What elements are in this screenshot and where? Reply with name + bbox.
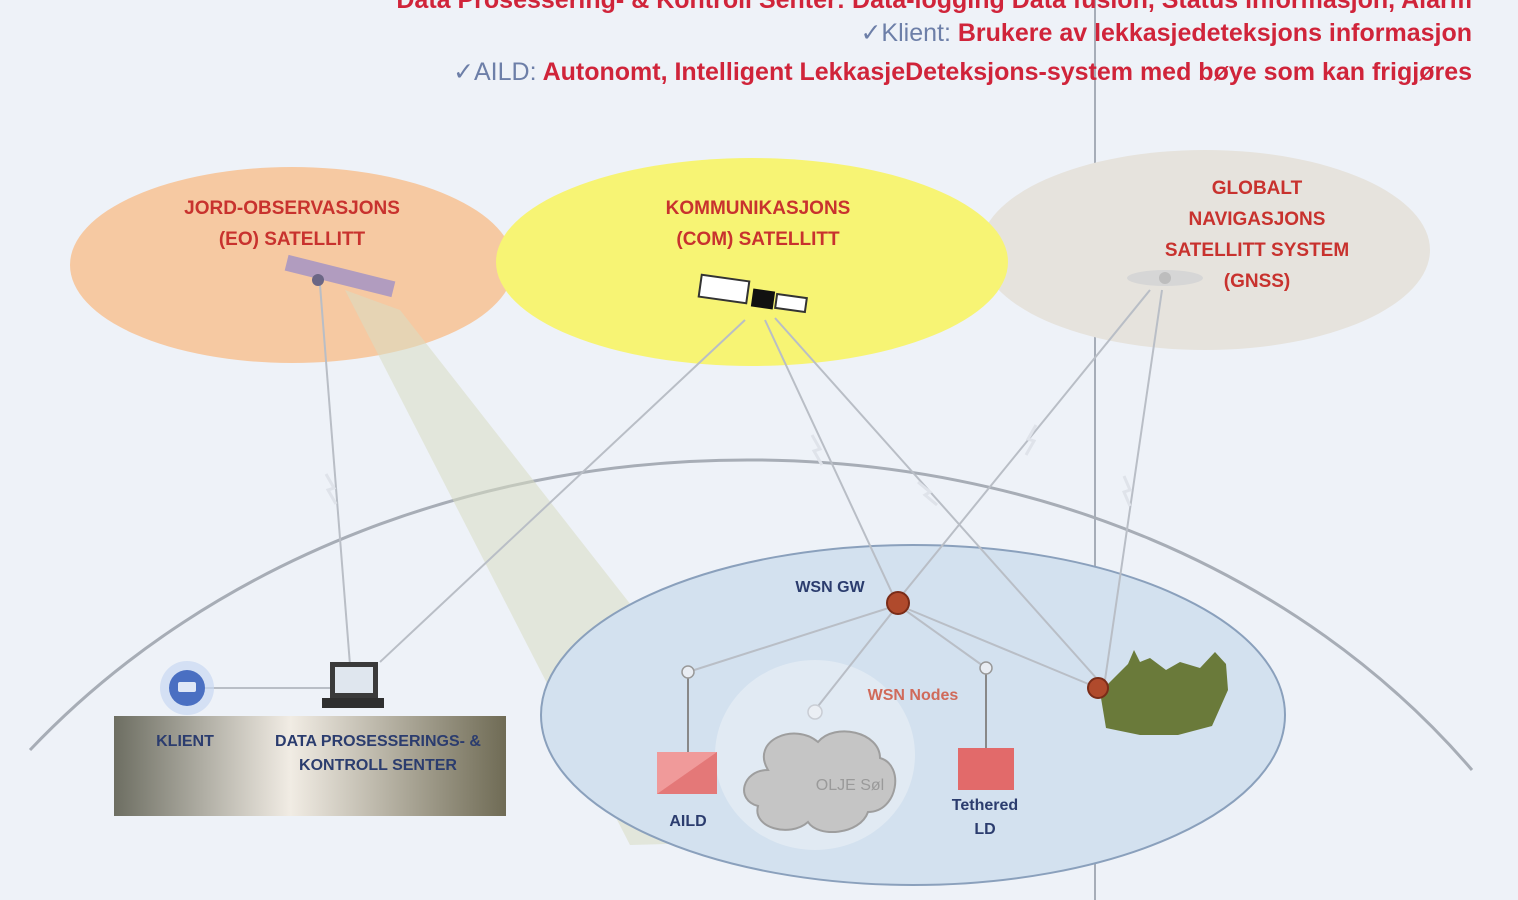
gnss-satellite-label: GLOBALT NAVIGASJONS SATELLITT SYSTEM (GN… [1112,173,1402,297]
signal-bolt-icon [1024,424,1038,456]
tethered-label-line-2: LD [974,821,996,838]
aild-device-icon [657,752,717,794]
client-definition-value: Brukere av lekkasjedeteksjons informasjo… [957,19,1472,47]
gnss-label-line-2: NAVIGASJONS [1188,209,1326,230]
com-satellite-ellipse [496,158,1008,366]
signal-bolt-icon [324,473,338,505]
signal-bolt-icon [1121,475,1133,507]
com-label-line-2: (COM) SATELLITT [676,229,840,250]
link-gateway-to-aild-node [687,604,899,673]
gnss-label-line-4: (GNSS) [1223,271,1291,292]
eo-label-line-2: (EO) SATELLITT [218,229,366,250]
aild-definition-value: Autonomt, Intelligent LekkasjeDeteksjons… [542,58,1472,86]
laptop-icon [322,662,384,708]
header-line-client: ✓Klient: Brukere av lekkasjedeteksjons i… [860,18,1472,48]
earth-horizon-arc [28,458,1474,771]
gnss-satellite-icon [1127,270,1203,286]
eo-satellite-label: JORD-OBSERVASJONS (EO) SATELLITT [142,193,442,255]
ship-transceiver-node [1087,677,1109,699]
link-gateway-to-ship [897,604,1099,689]
gnss-label-line-1: GLOBALT [1211,178,1303,199]
eo-label-line-1: JORD-OBSERVASJONS [184,198,400,219]
com-label-line-1: KOMMUNIKASJONS [665,198,851,219]
oil-spill-label: OLJE Søl [815,777,885,794]
tethered-label-line-1: Tethered [951,797,1019,814]
header-line-aild: ✓AILD: Autonomt, Intelligent LekkasjeDet… [453,57,1472,87]
link-com-to-gateway [764,319,894,596]
wsn-node-aild [681,665,695,752]
data-processing-center-box [114,716,506,816]
ship-icon [1100,650,1228,735]
aild-label: AILD [669,813,707,830]
wsn-nodes-label: WSN Nodes [867,687,959,704]
gnss-label-line-3: SATELLITT SYSTEM [1164,240,1350,261]
header-line-processing-text: Data Prosessering- & Kontroll Senter: Da… [396,0,1472,14]
com-satellite-label: KOMMUNIKASJONS (COM) SATELLITT [608,193,908,255]
link-gnss-to-gateway [901,289,1151,596]
client-label: KLIENT [156,733,214,750]
link-gateway-to-oil-node [814,604,899,711]
signal-bolt-icon [917,480,938,507]
com-satellite-icon [697,273,808,314]
wsn-node-tethered [979,661,993,748]
link-com-to-center [379,319,746,663]
gnss-satellite-ellipse [980,150,1430,350]
link-com-to-ship [774,317,1099,681]
wsn-node-oil [807,704,823,720]
processing-center-label: DATA PROSESSERINGS- & KONTROLL SENTER [248,730,508,778]
eo-satellite-icon [284,254,396,298]
tethered-ld-label: Tethered LD [925,794,1045,842]
wsn-gateway-node [886,591,910,615]
link-eo-to-center [319,284,351,666]
client-icon [160,661,214,715]
oil-spill-cloud-icon [743,730,897,834]
aild-definition-key: ✓AILD: [453,58,537,86]
wsn-gateway-label: WSN GW [795,579,865,596]
center-label-line-1: DATA PROSESSERINGS- & [275,733,481,750]
signal-bolt-icon [810,434,824,466]
center-label-line-2: KONTROLL SENTER [299,757,457,774]
tethered-ld-device-icon [958,748,1014,790]
link-gnss-to-ship [1104,289,1163,681]
header-line-processing: Data Prosessering- & Kontroll Senter: Da… [396,0,1472,15]
client-definition-key: ✓Klient: [860,19,951,47]
link-gateway-to-tethered-node [897,604,987,669]
